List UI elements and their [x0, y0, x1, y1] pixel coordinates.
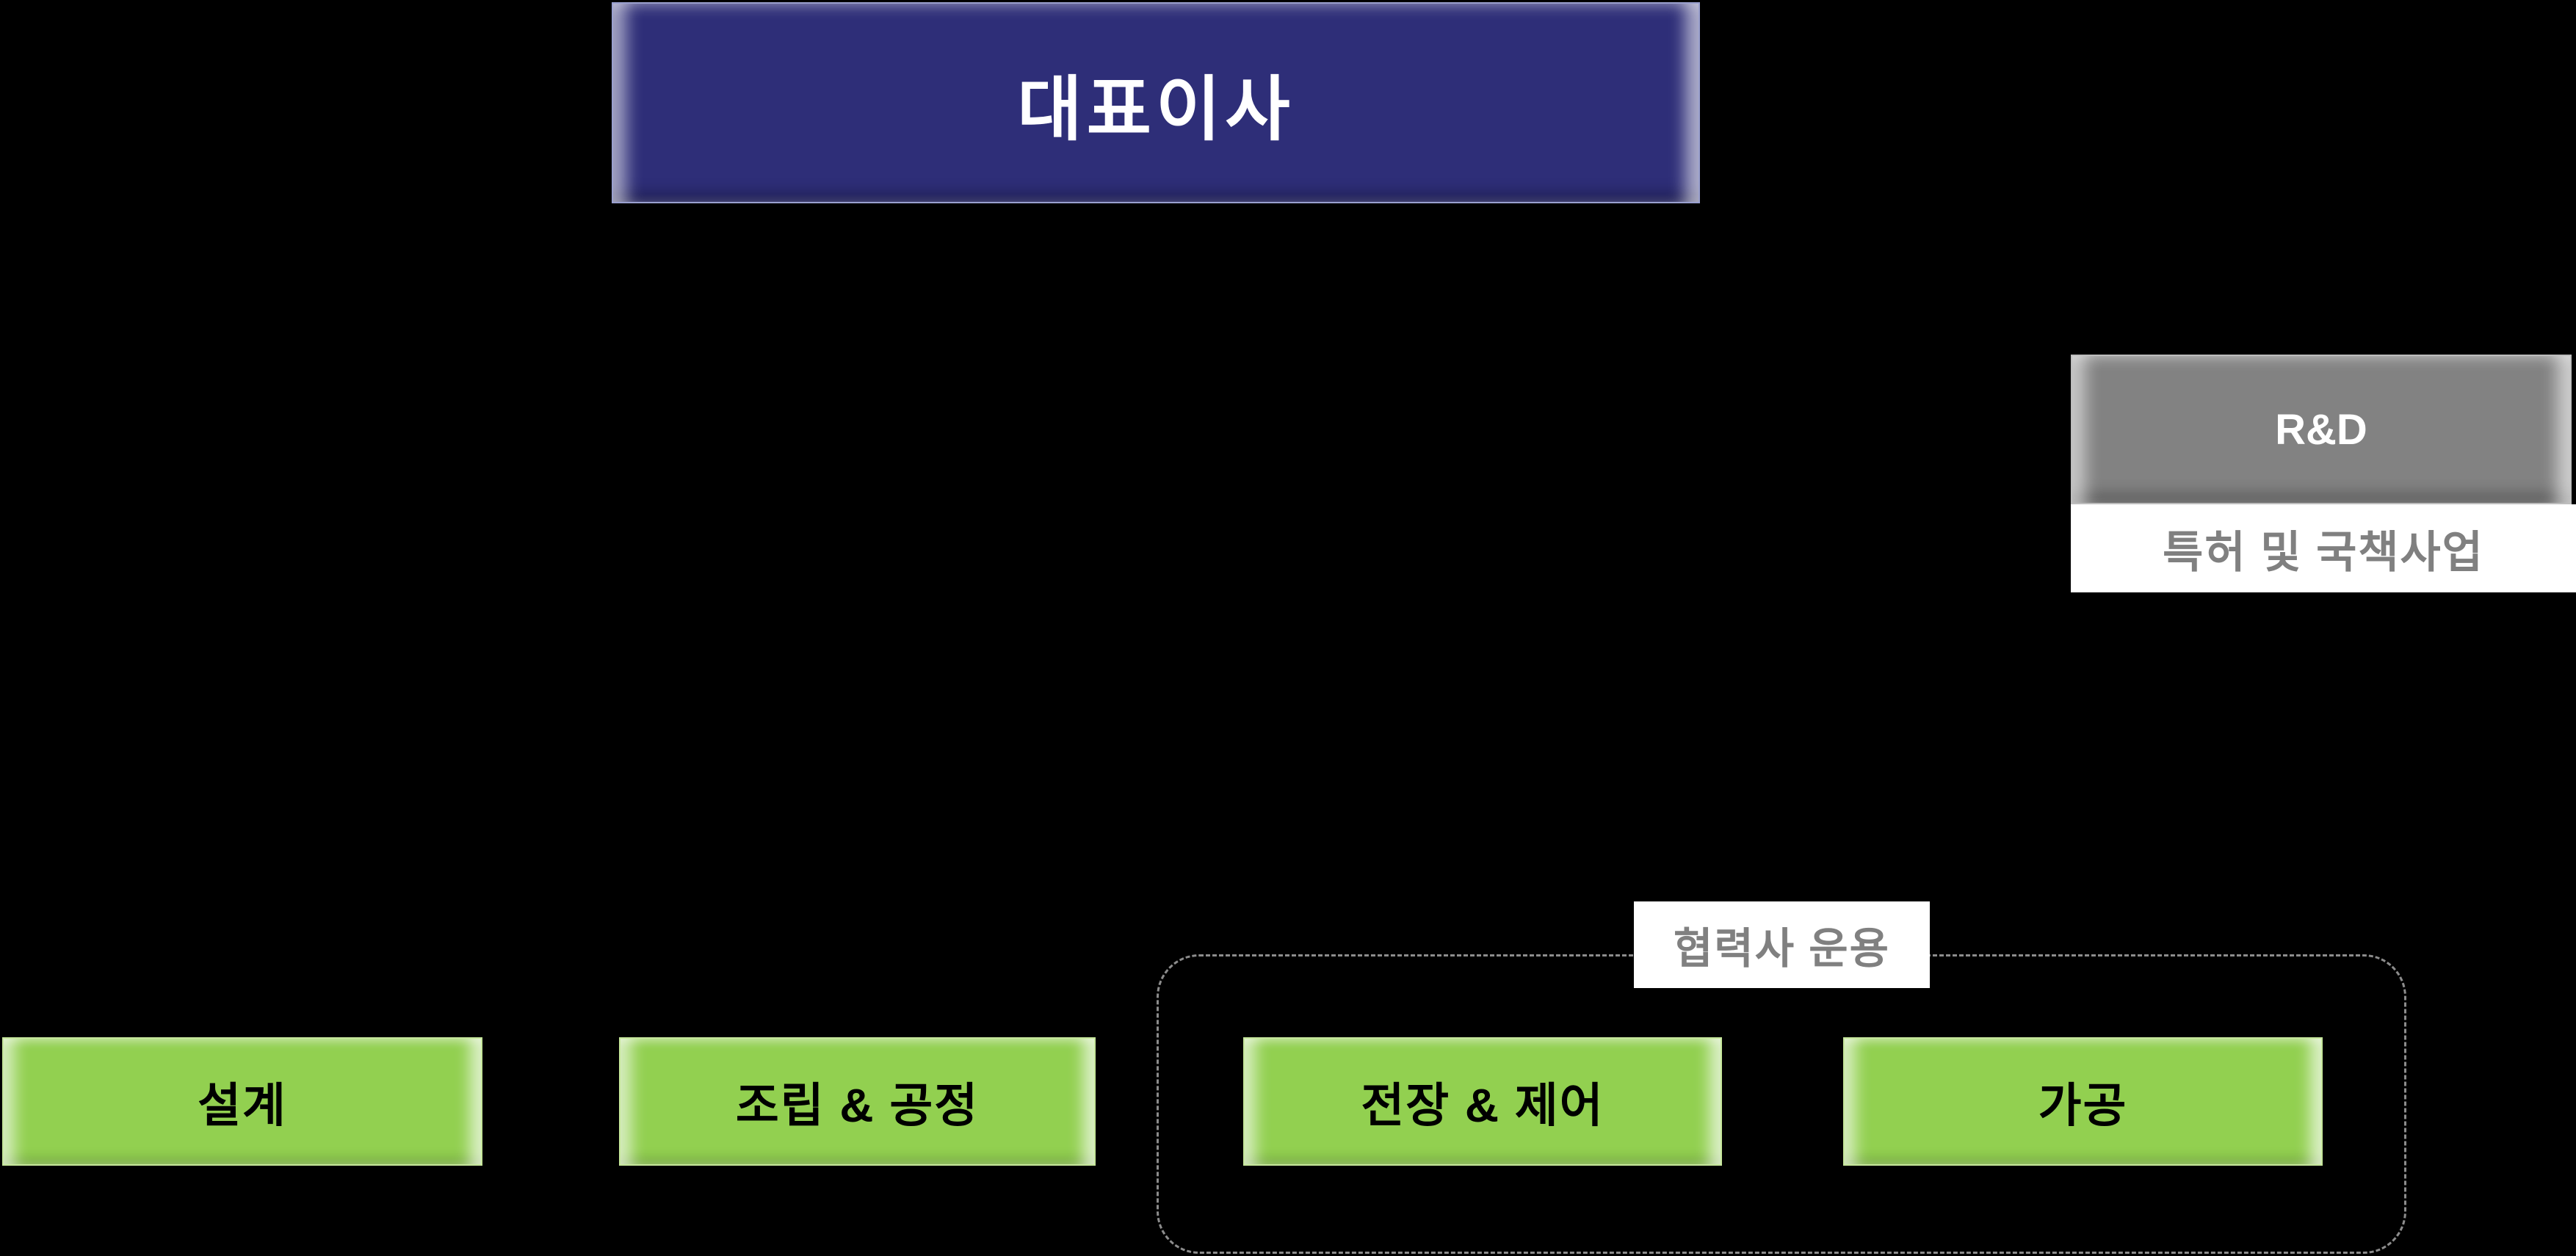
dept-label-electrical-control: 전장 & 제어	[1361, 1078, 1604, 1132]
dept-box-electrical-control: 전장 & 제어	[1243, 1037, 1722, 1166]
rnd-note-label: 특허 및 국책사업	[2163, 527, 2484, 577]
rnd-box: R&D	[2071, 355, 2572, 504]
dept-box-design: 설계	[2, 1037, 482, 1166]
dept-box-assembly-process: 조립 & 공정	[619, 1037, 1096, 1166]
rnd-note-box: 특허 및 국책사업	[2071, 504, 2576, 592]
ceo-label: 대표이사	[1017, 70, 1295, 149]
ceo-box: 대표이사	[612, 2, 1700, 203]
rnd-label: R&D	[2275, 405, 2367, 454]
partner-group-label: 협력사 운용	[1674, 925, 1890, 973]
dept-label-machining: 가공	[2038, 1078, 2128, 1132]
dept-label-design: 설계	[198, 1078, 287, 1132]
partner-group-label-box: 협력사 운용	[1634, 901, 1930, 988]
dept-label-assembly-process: 조립 & 공정	[735, 1078, 980, 1132]
dept-box-machining: 가공	[1843, 1037, 2323, 1166]
